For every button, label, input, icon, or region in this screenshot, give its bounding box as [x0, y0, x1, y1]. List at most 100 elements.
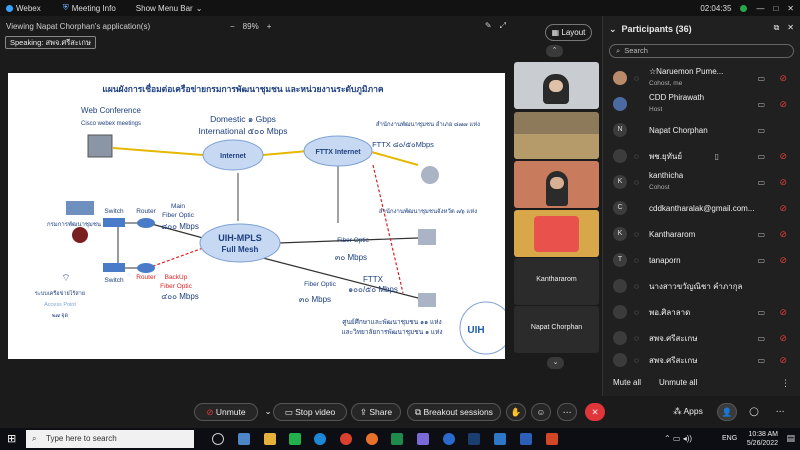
video-tile[interactable]: Napat Chorphan	[514, 306, 599, 353]
router-icon	[137, 218, 155, 228]
video-tile[interactable]	[514, 161, 599, 208]
camera-icon[interactable]: ▭	[757, 73, 765, 83]
mic-muted-icon[interactable]: ⊘	[779, 332, 787, 343]
popout-icon[interactable]: ⧉	[773, 23, 780, 32]
more-options-icon[interactable]: ⋮	[781, 378, 790, 388]
camera-icon[interactable]: ▭	[757, 151, 765, 161]
raise-hand-icon[interactable]: ✋	[506, 403, 526, 421]
share-button[interactable]: ⇪ Share	[351, 403, 401, 421]
participant-row[interactable]: K ◌ kanthicha Cohost ▭ ⊘	[603, 169, 800, 195]
chrome-browser-icon[interactable]	[443, 433, 455, 445]
tray-icons[interactable]: ⌃ ▭ ◂))	[664, 434, 693, 443]
shield-icon: ⛨	[62, 3, 69, 12]
photos-icon[interactable]	[494, 433, 506, 445]
camera-icon[interactable]: ▭	[757, 333, 765, 343]
participant-row[interactable]: CDD Phirawath Host ▭ ⊘	[603, 91, 800, 117]
participant-row[interactable]: K ◌ Kanthararom ▭ ⊘	[603, 221, 800, 247]
participant-row[interactable]: ◌ นางสาวขวัญณิชา คำภากุล	[603, 273, 800, 299]
camera-icon[interactable]: ▭	[757, 99, 765, 109]
webex-taskbar-icon[interactable]	[468, 433, 480, 445]
mic-muted-icon[interactable]: ⊘	[779, 228, 787, 239]
meeting-info-button[interactable]: ⛨ Meeting Info	[62, 3, 116, 13]
more-options-icon[interactable]: ⋯	[775, 406, 785, 416]
video-tile[interactable]: Kanthararom	[514, 258, 599, 305]
chat-icon[interactable]: ◯	[749, 406, 759, 416]
more-icon[interactable]: ⋯	[557, 403, 577, 421]
zoom-out-button[interactable]: −	[230, 21, 235, 31]
participant-row[interactable]: N Napat Chorphan ▭	[603, 117, 800, 143]
video-tile[interactable]	[514, 62, 599, 109]
participant-row[interactable]: ◌ พช.ยุทันย์ ▯ ▭ ⊘	[603, 143, 800, 169]
participants-icon[interactable]: 👤	[717, 403, 737, 421]
participant-row[interactable]: C cddkantharalak@gmail.com... ⊘	[603, 195, 800, 221]
chrome-browser-icon[interactable]	[340, 433, 352, 445]
audio-options-chevron-icon[interactable]: ⌄	[264, 406, 272, 416]
edge-browser-icon[interactable]	[314, 433, 326, 445]
tile-name: Napat Chorphan	[530, 324, 583, 331]
switch-label-2: Switch	[104, 277, 124, 284]
apps-button[interactable]: ⁂ Apps	[673, 406, 703, 416]
scroll-up-button[interactable]: ⌃	[546, 45, 563, 57]
mute-all-button[interactable]: Mute all	[613, 378, 642, 387]
breakout-sessions-button[interactable]: ⧉ Breakout sessions	[407, 403, 501, 421]
stop-video-button[interactable]: ▭ Stop video	[273, 403, 347, 421]
powerpoint-icon[interactable]	[546, 433, 558, 445]
webex-app-menu[interactable]: Webex	[6, 4, 41, 13]
mic-muted-icon[interactable]: ⊘	[779, 72, 787, 83]
participant-row[interactable]: ◌ สพจ.ศรีสะเกษ ▭ ⊘	[603, 351, 800, 369]
mic-muted-icon[interactable]: ⊘	[779, 150, 787, 161]
participant-row[interactable]: T ◌ tanaporn ▭ ⊘	[603, 247, 800, 273]
reactions-icon[interactable]: ☺	[531, 403, 551, 421]
unmute-all-button[interactable]: Unmute all	[659, 378, 698, 387]
mic-muted-icon[interactable]: ⊘	[779, 202, 787, 213]
unmute-button[interactable]: ⊘ Unmute	[194, 403, 258, 421]
video-tile[interactable]	[514, 112, 599, 159]
windows-start-icon[interactable]: ⊞	[7, 433, 17, 445]
meeting-timer: 02:04:35	[700, 3, 732, 13]
apps-icon: ⁂	[673, 406, 684, 416]
camera-icon[interactable]: ▭	[757, 177, 765, 187]
line-app-icon[interactable]	[289, 433, 301, 445]
language-indicator[interactable]: ENG	[722, 435, 738, 442]
close-icon[interactable]: ✕	[787, 3, 794, 13]
taskbar-app-icon[interactable]	[238, 433, 250, 445]
mic-muted-icon[interactable]: ⊘	[779, 176, 787, 187]
mic-muted-icon[interactable]: ⊘	[779, 254, 787, 265]
file-explorer-icon[interactable]	[264, 433, 276, 445]
scroll-down-button[interactable]: ⌄	[547, 357, 564, 369]
zoom-in-button[interactable]: +	[266, 21, 272, 31]
fullscreen-icon[interactable]: ⤢	[499, 21, 506, 30]
video-tile[interactable]	[514, 210, 599, 257]
maximize-icon[interactable]: □	[773, 3, 779, 13]
excel-icon[interactable]	[391, 433, 403, 445]
mic-muted-icon[interactable]: ⊘	[779, 306, 787, 317]
participant-row[interactable]: ◌ ☆Naruemon Pume... Cohost, me ▭ ⊘	[603, 65, 800, 91]
building-icon	[66, 201, 94, 215]
task-view-icon[interactable]	[212, 433, 224, 445]
annotate-icon[interactable]: ✎	[484, 21, 492, 30]
participant-row[interactable]: ◌ สพจ.ศรีสะเกษ ▭ ⊘	[603, 325, 800, 351]
notification-icon[interactable]: ▤	[786, 433, 795, 443]
word-icon[interactable]	[520, 433, 532, 445]
taskbar-app-icon[interactable]	[417, 433, 429, 445]
avatar	[613, 305, 627, 319]
system-clock[interactable]: 10:38 AM 5/26/2022	[746, 431, 778, 447]
taskbar-search-input[interactable]: ⌕ Type here to search	[26, 430, 194, 448]
layout-button[interactable]: ▦ Layout	[545, 24, 592, 41]
camera-icon[interactable]: ▭	[757, 125, 765, 135]
camera-icon[interactable]: ▭	[757, 255, 765, 265]
show-menu-bar-button[interactable]: Show Menu Bar ⌄	[135, 3, 203, 13]
chevron-down-icon[interactable]: ⌄	[609, 23, 617, 34]
mic-muted-icon[interactable]: ⊘	[779, 354, 787, 365]
firefox-browser-icon[interactable]	[366, 433, 378, 445]
close-panel-icon[interactable]: ✕	[787, 23, 794, 32]
end-call-icon[interactable]: ✕	[585, 403, 605, 421]
district-office-label: สำนักงานพัฒนาชุมชน อำเภอ ๘๗๗ แห่ง	[376, 121, 480, 128]
camera-icon[interactable]: ▭	[757, 229, 765, 239]
participant-row[interactable]: ◌ พอ.ศิลาลาด ▭ ⊘	[603, 299, 800, 325]
minimize-icon[interactable]: —	[756, 3, 765, 13]
camera-icon[interactable]: ▭	[757, 355, 765, 365]
participant-search-input[interactable]: ⌕ Search	[609, 44, 794, 58]
mic-muted-icon[interactable]: ⊘	[779, 98, 787, 109]
camera-icon[interactable]: ▭	[757, 307, 765, 317]
